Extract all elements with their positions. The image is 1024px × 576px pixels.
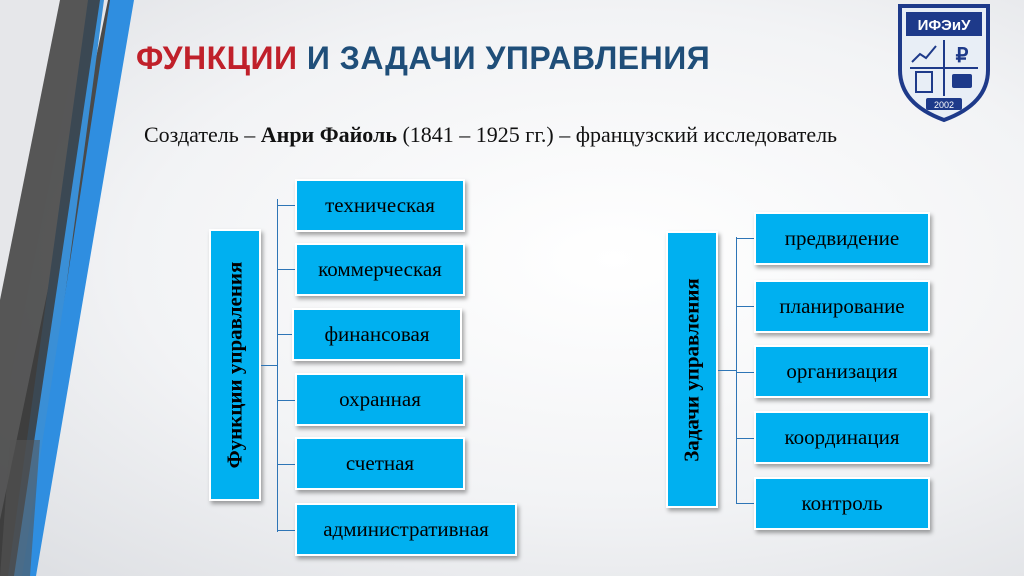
function-item-financial: финансовая — [292, 308, 462, 361]
tasks-connector-main — [718, 370, 736, 371]
tasks-heading: Задачи управления — [679, 277, 704, 462]
connector — [277, 334, 292, 335]
task-item-foresight: предвидение — [754, 212, 930, 265]
functions-connector-trunk — [277, 199, 278, 532]
connector — [277, 269, 295, 270]
connector — [736, 238, 754, 239]
connector — [277, 205, 295, 206]
logo-year: 2002 — [934, 100, 954, 110]
creator-name: Анри Файоль — [260, 122, 397, 147]
function-item-technical: техническая — [295, 179, 465, 232]
task-item-planning: планирование — [754, 280, 930, 333]
function-item-accounting: счетная — [295, 437, 465, 490]
creator-suffix: (1841 – 1925 гг.) – французский исследов… — [396, 122, 838, 147]
connector — [736, 438, 754, 439]
task-item-organization: организация — [754, 345, 930, 398]
creator-line: Создатель – Анри Файоль (1841 – 1925 гг.… — [144, 122, 837, 148]
connector — [736, 306, 754, 307]
function-item-commercial: коммерческая — [295, 243, 465, 296]
connector — [277, 400, 295, 401]
functions-connector-main — [261, 365, 277, 366]
svg-text:₽: ₽ — [956, 45, 969, 67]
function-item-administrative: административная — [295, 503, 517, 556]
page-title: ФУНКЦИИ И ЗАДАЧИ УПРАВЛЕНИЯ — [136, 40, 710, 77]
title-part-blue: И ЗАДАЧИ УПРАВЛЕНИЯ — [306, 40, 711, 76]
institute-logo: ИФЭиУ ₽ 2002 — [898, 4, 990, 123]
decorative-stripes — [0, 0, 134, 576]
task-item-control: контроль — [754, 477, 930, 530]
creator-prefix: Создатель – — [144, 122, 261, 147]
connector — [736, 503, 754, 504]
connector — [736, 372, 754, 373]
connector — [277, 464, 295, 465]
function-item-security: охранная — [295, 373, 465, 426]
tasks-connector-trunk — [736, 237, 737, 504]
task-item-coordination: координация — [754, 411, 930, 464]
connector — [277, 530, 295, 531]
functions-heading: Функции управления — [222, 261, 247, 469]
functions-heading-box: Функции управления — [209, 229, 261, 501]
tasks-heading-box: Задачи управления — [666, 231, 718, 508]
logo-abbr: ИФЭиУ — [918, 17, 971, 34]
title-part-red: ФУНКЦИИ — [136, 40, 298, 76]
